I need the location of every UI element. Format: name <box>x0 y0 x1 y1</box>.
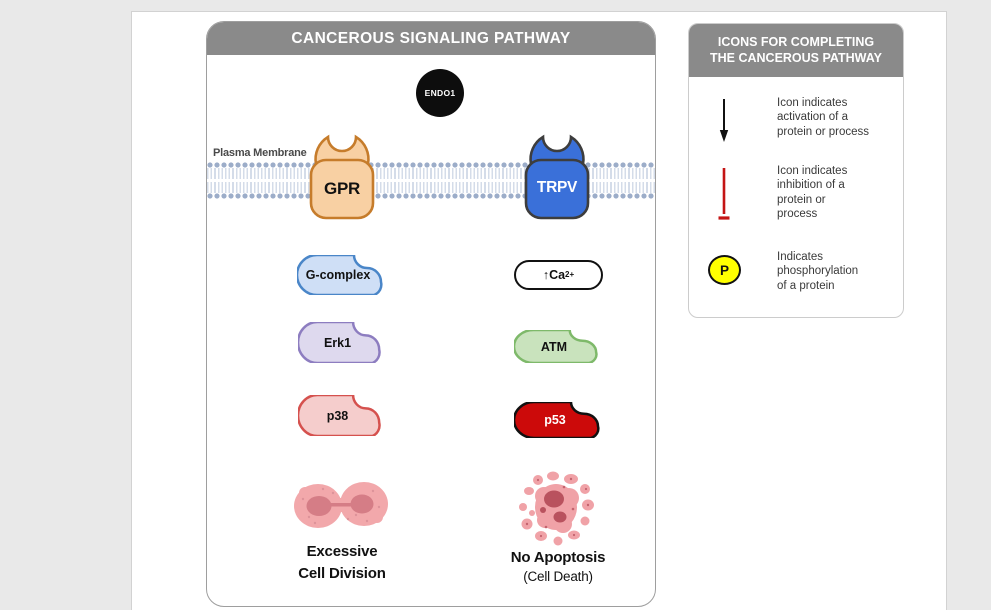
g-complex-node: G-complex <box>297 255 387 295</box>
legend-title: ICONS FOR COMPLETING THE CANCEROUS PATHW… <box>709 34 882 65</box>
atm-label: ATM <box>540 339 568 354</box>
inhibition-description: Icon indicates inhibition of a protein o… <box>777 165 848 221</box>
activation-description: Icon indicates activation of a protein o… <box>777 97 870 138</box>
phosphorylation-description: Indicates phosphorylation of a protein <box>777 251 859 292</box>
p38-label: p38 <box>326 408 349 423</box>
p53-node: p53 <box>514 402 604 438</box>
protein-shape-icon <box>298 322 385 363</box>
receptor-shape-icon <box>524 134 590 220</box>
endo1-node: ENDO1 <box>416 69 464 117</box>
trpv-receptor: TRPV <box>524 122 590 220</box>
apoptotic-cell-icon <box>519 471 594 546</box>
dividing-cell-icon <box>294 482 388 528</box>
erk1-label: Erk1 <box>323 335 352 350</box>
gpr-label: GPR <box>324 179 360 198</box>
p38-node: p38 <box>298 395 385 436</box>
legend-header: ICONS FOR COMPLETING THE CANCEROUS PATHW… <box>689 24 903 77</box>
activation-arrow-icon <box>719 99 729 142</box>
calcium-label: ↑Ca <box>542 268 566 282</box>
phosphorylation-icon: P <box>708 255 741 285</box>
erk1-node: Erk1 <box>298 322 385 363</box>
lipid-heads-top <box>207 162 655 168</box>
receptor-shape-icon <box>309 134 375 220</box>
pathway-panel-header: CANCEROUS SIGNALING PATHWAY <box>207 22 655 55</box>
phosphorylation-badge-letter: P <box>719 262 729 278</box>
trpv-label: TRPV <box>536 179 578 196</box>
lipid-heads-bottom <box>207 193 655 199</box>
p53-label: p53 <box>544 413 566 427</box>
g-complex-label: G-complex <box>305 268 371 282</box>
pathway-panel-title: CANCEROUS SIGNALING PATHWAY <box>291 29 571 47</box>
gpr-receptor: GPR <box>309 122 375 220</box>
inhibition-bar-icon <box>718 168 730 220</box>
no-apoptosis-label: No Apoptosis <box>510 549 606 566</box>
protein-shape-icon <box>297 255 387 295</box>
atm-node: ATM <box>514 330 602 363</box>
document-canvas: CANCEROUS SIGNALING PATHWAY ENDO1 Plasma… <box>131 11 947 610</box>
protein-shape-icon <box>298 395 385 436</box>
excessive-cell-division-label: Excessive Cell Division <box>298 543 386 582</box>
legend-panel: ICONS FOR COMPLETING THE CANCEROUS PATHW… <box>688 23 904 318</box>
plasma-membrane-label: Plasma Membrane <box>213 147 307 159</box>
protein-shape-icon <box>514 330 602 363</box>
pathway-panel: CANCEROUS SIGNALING PATHWAY ENDO1 Plasma… <box>206 21 656 607</box>
endo1-label: ENDO1 <box>424 88 456 98</box>
cell-death-sublabel: (Cell Death) <box>523 569 593 584</box>
protein-shape-icon <box>514 402 604 438</box>
